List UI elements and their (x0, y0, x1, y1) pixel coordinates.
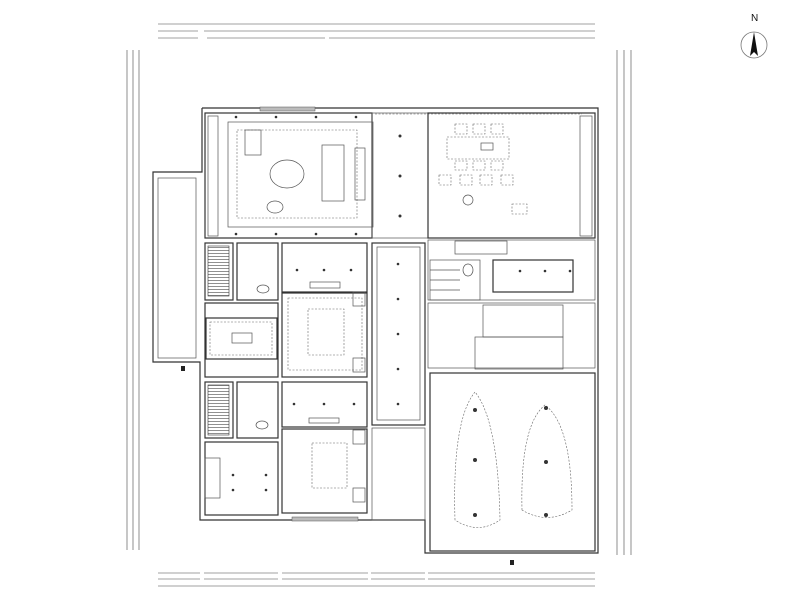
bedroom-1 (281, 242, 368, 378)
north-label: N (751, 13, 759, 24)
car-icon (454, 391, 501, 528)
trash-bin-icon (510, 560, 514, 565)
bathroom-1 (204, 242, 279, 301)
bedroom-2 (281, 381, 368, 514)
hallway (371, 242, 426, 521)
dimension-lines-left (126, 50, 140, 550)
dimension-lines-top (158, 23, 595, 39)
walk-in-closet (204, 441, 279, 516)
dining-table-icon (446, 136, 510, 160)
exterior-walls (152, 106, 599, 554)
utility-area (427, 239, 596, 301)
living-room (204, 112, 374, 239)
ceiling-lights (231, 115, 572, 517)
dining-room (427, 112, 596, 239)
dimension-lines-bottom (158, 572, 595, 587)
bathroom-2 (204, 381, 279, 439)
car-icon (521, 404, 573, 518)
study-room (204, 302, 279, 378)
garage (429, 372, 596, 552)
trash-bin-icon (181, 366, 185, 371)
toilet-icon (256, 284, 270, 294)
sofa-icon (321, 144, 345, 202)
bed-icon (307, 308, 345, 356)
north-arrow-icon (740, 31, 768, 59)
staircase (427, 302, 596, 370)
dimension-lines-right (616, 50, 632, 555)
entry-corridor (371, 112, 582, 239)
